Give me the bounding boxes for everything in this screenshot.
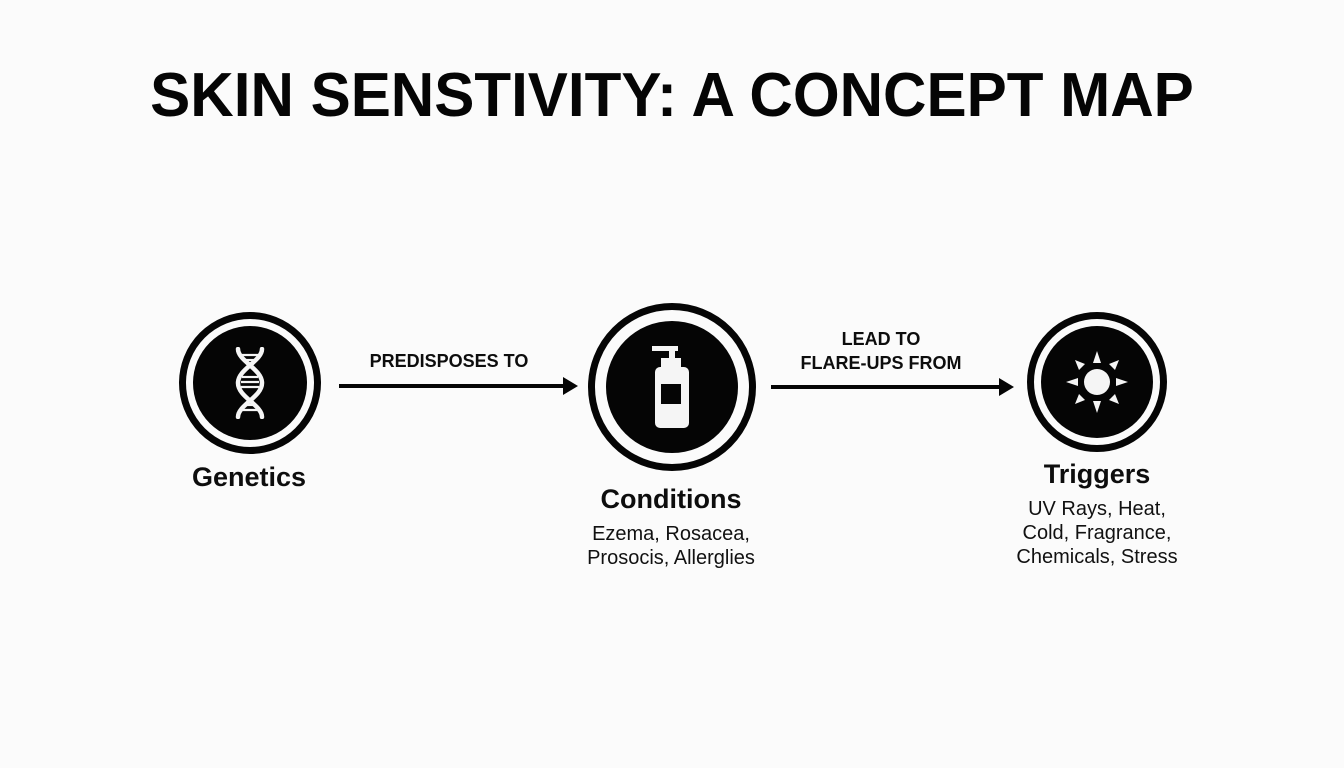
- arrow-head-icon: [999, 378, 1014, 396]
- node-label-genetics: Genetics: [191, 462, 307, 492]
- edge-label: LEAD TO FLARE-UPS FROM: [770, 327, 992, 375]
- description-line: Cold, Fragrance,: [1022, 522, 1172, 544]
- node-label-triggers: Triggers: [1043, 459, 1151, 489]
- sun-icon: [1066, 351, 1128, 413]
- node-disc: [193, 326, 307, 440]
- description-line: UV Rays, Heat,: [1028, 498, 1166, 520]
- dna-icon: [235, 347, 265, 419]
- edge-label-line: LEAD TO: [841, 329, 921, 349]
- arrow-line: [771, 385, 1001, 389]
- lotion-bottle-icon: [652, 346, 689, 428]
- description-line: Prosocis, Allerglies: [587, 547, 755, 569]
- node-description-triggers: UV Rays, Heat, Cold, Fragrance, Chemical…: [967, 497, 1227, 569]
- description-line: Chemicals, Stress: [1016, 546, 1178, 568]
- edge-label-line: FLARE-UPS FROM: [800, 353, 962, 373]
- arrow-line: [339, 384, 565, 388]
- node-disc: [1041, 326, 1153, 438]
- node-label-conditions: Conditions: [600, 484, 742, 514]
- description-line: Ezema, Rosacea,: [592, 523, 750, 545]
- node-description-conditions: Ezema, Rosacea, Prosocis, Allerglies: [541, 522, 801, 570]
- arrow-head-icon: [563, 377, 578, 395]
- page-title: SKIN SENSTIVITY: A CONCEPT MAP: [150, 61, 1194, 130]
- edge-label: PREDISPOSES TO: [369, 351, 529, 371]
- node-disc: [606, 321, 738, 453]
